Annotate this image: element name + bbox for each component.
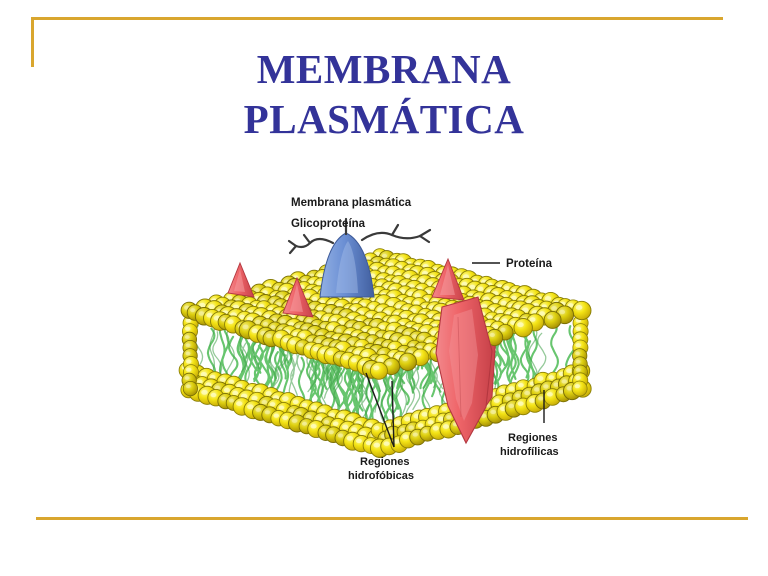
label-glicoproteina: Glicoproteína (291, 218, 366, 230)
left-corner-rule (31, 17, 34, 67)
label-regiones-hidrofilicas: Regiones hidrofílicas (500, 390, 559, 458)
protein-cone-right (431, 257, 465, 301)
title-line-1: MEMBRANA (256, 46, 512, 92)
title-line-2: PLASMÁTICA (243, 96, 525, 142)
label-hydrophobic-line2: hidrofóbicas (348, 470, 414, 482)
membrane-diagram: Membrana plasmática Glicoproteína Proteí… (170, 185, 600, 485)
label-regiones-hidrofobicas: Regiones hidrofóbicas (348, 372, 414, 482)
page-title: MEMBRANA PLASMÁTICA (0, 44, 768, 144)
transmembrane-protein-large (435, 296, 493, 445)
label-hydrophilic-line2: hidrofílicas (500, 446, 559, 458)
top-border-rule (31, 17, 723, 20)
label-membrane-text: Membrana plasmática (291, 197, 412, 209)
carbohydrate-chains (287, 217, 432, 255)
label-proteina: Proteína (472, 258, 553, 270)
glycoprotein-shape (319, 232, 375, 298)
membrane-diagram-svg: Membrana plasmática Glicoproteína Proteí… (178, 197, 592, 482)
protein-cone-mid (282, 276, 314, 318)
label-glycoprotein-text: Glicoproteína (291, 218, 366, 230)
protein-cone-left (227, 261, 255, 298)
label-membrana-plasmatica: Membrana plasmática (291, 197, 412, 209)
label-protein-text: Proteína (506, 258, 553, 270)
label-hydrophilic-line1: Regiones (508, 432, 558, 444)
label-hydrophobic-line1: Regiones (360, 456, 410, 468)
bottom-border-rule (36, 517, 748, 520)
